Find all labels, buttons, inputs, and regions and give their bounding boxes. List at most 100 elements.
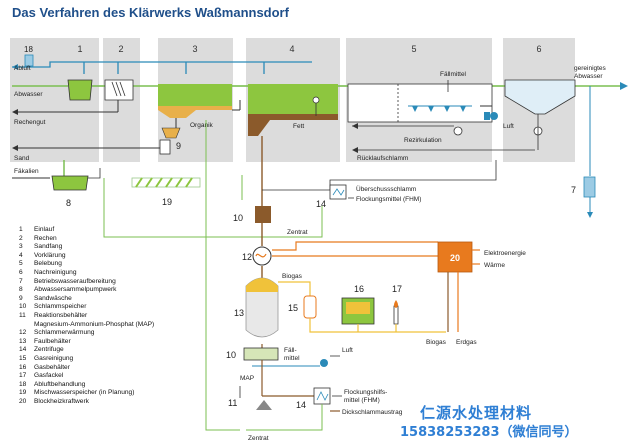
label-faell-b2: mittel	[284, 355, 300, 362]
label-faekalien: Fäkalien	[14, 168, 39, 175]
arrow-outflow	[620, 82, 628, 90]
stage-number-1: 1	[77, 44, 82, 54]
legend-item-text: Sandfang	[34, 243, 63, 251]
legend-item-text: Reaktionsbehälter	[34, 311, 88, 319]
exhaust-air-line	[12, 61, 312, 74]
label-fett: Fett	[293, 123, 304, 130]
label-abwasser-out: Abwasser	[574, 73, 603, 80]
legend-item-text: Zentrifuge	[34, 346, 64, 354]
label-flockungshilfs1: Flockungshilfs-	[344, 389, 387, 396]
legend-item-number: 17	[19, 372, 27, 380]
label-ruecklaufschlamm: Rücklaufschlamm	[357, 155, 408, 162]
legend-item-number: 6	[19, 268, 23, 276]
label-biogas-a: Biogas	[282, 273, 303, 280]
legend-item-number: 9	[19, 294, 23, 302]
label-11: 11	[228, 398, 237, 408]
label-faellmittel-top: Fällmittel	[440, 71, 467, 78]
gas-cleaning-15	[303, 295, 317, 319]
recirc-pump	[453, 126, 463, 136]
legend-item-number: 8	[19, 286, 23, 294]
legend-item: 17 Gasfackel	[19, 372, 154, 381]
legend-item-number: 1	[19, 226, 23, 233]
label-sand: Sand	[14, 155, 30, 162]
label-9: 9	[176, 141, 181, 151]
fett-valve	[312, 96, 320, 104]
label-18: 18	[24, 45, 33, 54]
legend-item-number: 10	[19, 303, 27, 311]
label-organik: Organik	[190, 122, 214, 129]
inlet-chamber	[67, 79, 93, 101]
label-17: 17	[392, 284, 402, 294]
label-waerme: Wärme	[484, 262, 505, 269]
legend-item-number: 4	[19, 251, 23, 259]
primary-sludge-hopper	[248, 114, 338, 136]
arrow-rechengut	[12, 109, 18, 115]
abluft-unit-18	[24, 54, 34, 67]
sludge-storage-10a	[255, 206, 271, 223]
label-16: 16	[354, 284, 364, 294]
arrow-sand	[12, 145, 18, 151]
label-rezirkulation: Rezirkulation	[404, 137, 442, 144]
legend-item-text: Gasfackel	[34, 372, 64, 380]
label-luft-b: Luft	[342, 347, 353, 354]
label-map: MAP	[240, 375, 254, 382]
legend-item-number: 18	[19, 380, 27, 388]
grit-hopper	[158, 106, 232, 118]
diagram-title: Das Verfahren des Klärwerks Waßmannsdorf	[12, 5, 289, 20]
legend-item-number: 5	[19, 260, 23, 268]
label-elektroenergie: Elektroenergie	[484, 250, 526, 257]
blower-bottom	[320, 359, 328, 367]
label-14a: 14	[316, 199, 326, 209]
legend-item: 5 Belebung	[19, 260, 154, 269]
legend-item-text: Vorklärung	[34, 251, 66, 259]
stage-numbers: 1 2 3 4 5 6	[77, 44, 541, 54]
primary-clarifier	[248, 84, 338, 114]
sludge-storage-10b	[243, 347, 279, 361]
legend-item-number: 2	[19, 234, 23, 242]
legend-item-text: Rechen	[34, 234, 57, 242]
label-10b: 10	[226, 350, 236, 360]
legend-item: 4 Vorklärung	[19, 252, 154, 261]
legend-item-text: Betriebswasseraufbereitung	[34, 277, 116, 285]
label-abwasser-in: Abwasser	[14, 91, 43, 98]
legend-item-text: Einlauf	[34, 226, 55, 233]
legend-item-number: 19	[19, 389, 27, 397]
stage-number-5: 5	[411, 44, 416, 54]
legend-item-number: 12	[19, 329, 27, 337]
service-water-unit-7	[583, 176, 596, 198]
legend-item-number: 16	[19, 363, 27, 371]
legend-item-number: 13	[19, 337, 27, 345]
aerators	[412, 106, 466, 112]
legend-item-number: 14	[19, 346, 27, 354]
legend-item-text: Belebung	[34, 260, 62, 268]
label-7: 7	[571, 185, 576, 195]
arrow-abluft	[12, 64, 18, 70]
stage-number-3: 3	[192, 44, 197, 54]
legend-item: Magnesium-Ammonium-Phosphat (MAP)	[19, 321, 154, 330]
legend-item-number: 20	[19, 397, 27, 405]
label-10a: 10	[233, 213, 243, 223]
legend-item-number: 15	[19, 354, 27, 362]
legend-item-text: Schlammspeicher	[34, 303, 87, 311]
centrifuge-14a	[329, 184, 347, 200]
legend-item-number: 3	[19, 243, 23, 251]
sewage-pump-station-8	[51, 175, 89, 191]
legend: 1 Einlauf 2 Rechen 3 Sandfang 4 Vorklärung 5 Bele…	[19, 226, 154, 406]
label-gereinigtes: gereinigtes	[574, 65, 607, 72]
legend-item: 1 Einlauf	[19, 226, 154, 235]
label-14b: 14	[296, 400, 306, 410]
organik-hopper	[161, 127, 181, 139]
legend-item-number: 7	[19, 277, 23, 285]
legend-item: 14 Zentrifuge	[19, 346, 154, 355]
stage-number-2: 2	[118, 44, 123, 54]
blower-top	[490, 112, 498, 120]
